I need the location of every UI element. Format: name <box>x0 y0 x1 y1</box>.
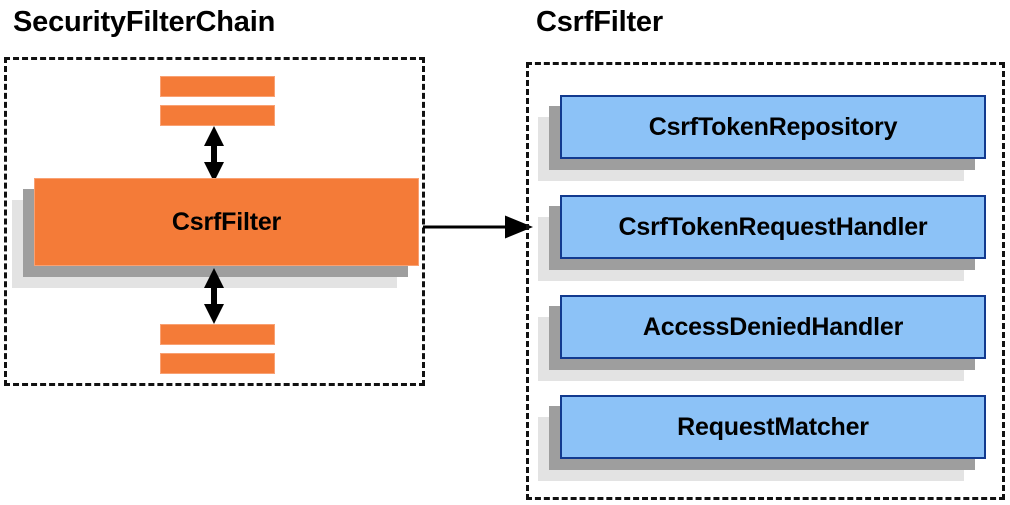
card-access-denied-handler[interactable]: AccessDeniedHandler <box>538 295 986 381</box>
card-label-csrf-token-request-handler: CsrfTokenRequestHandler <box>618 212 928 241</box>
filter-stub-below-1 <box>160 324 275 345</box>
card-label-csrf-filter: CsrfFilter <box>171 207 282 236</box>
connector-expand-link <box>423 215 533 239</box>
group-box-security-filter-chain <box>4 57 425 386</box>
card-face: CsrfFilter <box>34 178 419 266</box>
connector-chain-up <box>202 126 226 182</box>
group-box-csrf-filter <box>526 62 1005 500</box>
card-label-access-denied-handler: AccessDeniedHandler <box>642 312 904 341</box>
filter-stub-below-2 <box>160 353 275 374</box>
panel-title-security-filter-chain: SecurityFilterChain <box>13 6 276 38</box>
card-face: RequestMatcher <box>560 395 986 459</box>
card-face: CsrfTokenRequestHandler <box>560 195 986 259</box>
card-csrf-filter[interactable]: CsrfFilter <box>12 178 419 288</box>
card-csrf-token-request-handler[interactable]: CsrfTokenRequestHandler <box>538 195 986 281</box>
card-face: AccessDeniedHandler <box>560 295 986 359</box>
card-label-request-matcher: RequestMatcher <box>677 412 869 441</box>
card-csrf-token-repository[interactable]: CsrfTokenRepository <box>538 95 986 181</box>
filter-stub-above-1 <box>160 76 275 97</box>
panel-title-csrf-filter: CsrfFilter <box>536 6 663 38</box>
filter-stub-above-2 <box>160 105 275 126</box>
card-label-csrf-token-repository: CsrfTokenRepository <box>648 112 898 141</box>
card-face: CsrfTokenRepository <box>560 95 986 159</box>
connector-chain-down <box>202 268 226 324</box>
card-request-matcher[interactable]: RequestMatcher <box>538 395 986 481</box>
